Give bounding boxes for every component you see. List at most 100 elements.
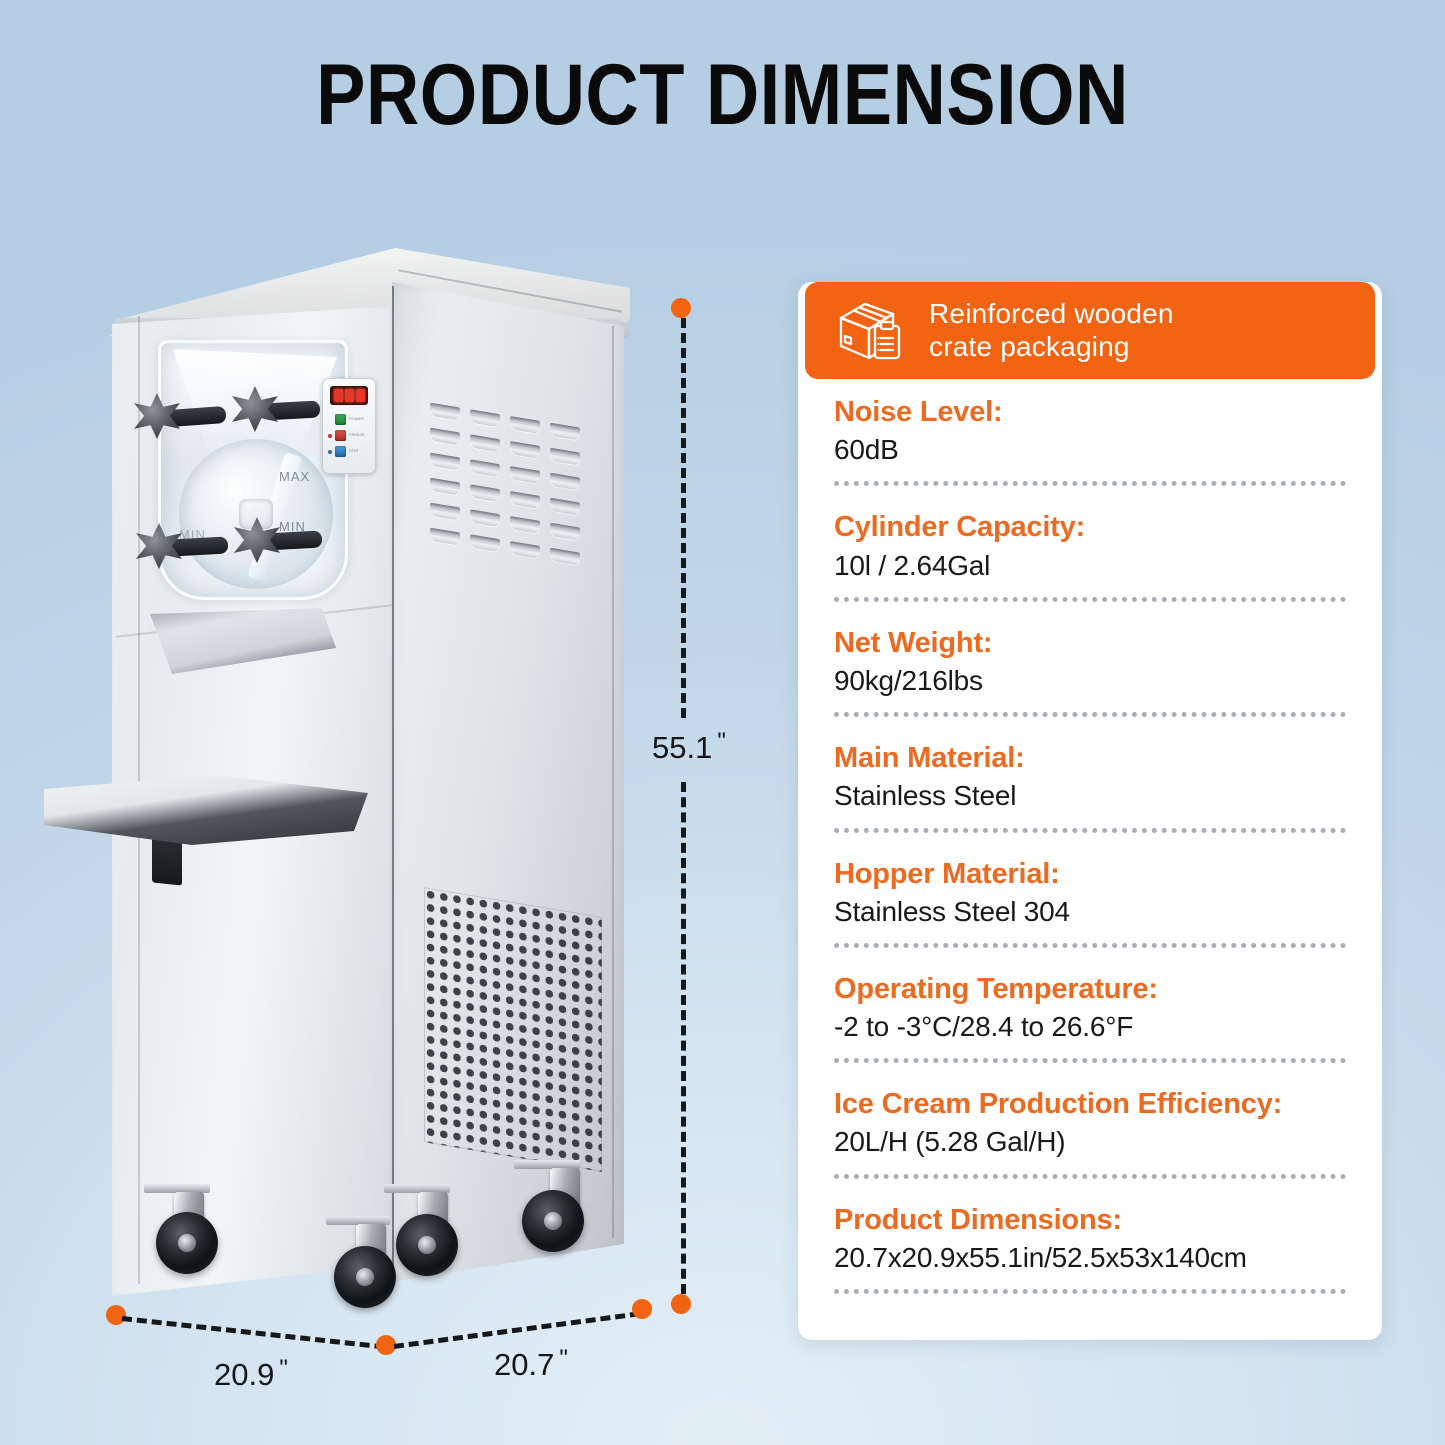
hopper-min-label-right: MIN	[279, 519, 306, 534]
hopper-max-label: MAX	[279, 469, 311, 484]
louver	[470, 509, 500, 528]
caster-wheel	[334, 1246, 396, 1308]
control-panel[interactable]: POWER FREEZE STIR	[322, 378, 376, 474]
caster-wheel	[156, 1212, 218, 1274]
spec-label: Operating Temperature:	[834, 972, 1158, 1005]
spec-divider	[834, 1289, 1346, 1294]
footprint-dot-right	[632, 1299, 652, 1319]
height-label: 55.1"	[652, 728, 726, 766]
temperature-display	[330, 386, 368, 405]
dispense-button-label: STIR	[349, 448, 359, 453]
indicator-dot-red	[328, 434, 332, 438]
width-unit: "	[279, 1355, 288, 1382]
freeze-button[interactable]	[335, 430, 346, 441]
caster-plate	[384, 1184, 450, 1193]
height-value: 55.1	[652, 730, 713, 765]
depth-unit: "	[559, 1345, 568, 1372]
louver	[510, 516, 540, 535]
hopper-drum	[179, 439, 333, 589]
height-dash-upper	[681, 318, 686, 718]
height-dot-bottom	[671, 1294, 691, 1314]
caster-wheel	[396, 1214, 458, 1276]
panel-seam-side-right	[612, 326, 614, 1238]
width-label: 20.9"	[214, 1355, 288, 1393]
louver	[430, 477, 460, 496]
spec-label: Noise Level:	[834, 396, 1003, 428]
spec-label: Product Dimensions:	[834, 1203, 1122, 1236]
spec-label: Ice Cream Production Efficiency:	[834, 1088, 1283, 1121]
louver	[510, 491, 540, 510]
depth-value: 20.7	[494, 1347, 555, 1382]
condenser-grille	[424, 887, 602, 1172]
led-digit	[344, 389, 354, 402]
width-value: 20.9	[214, 1357, 275, 1392]
packaging-banner: Reinforced wooden crate packaging	[805, 282, 1375, 379]
louver	[430, 527, 460, 546]
page-title: PRODUCT DIMENSION	[316, 47, 1129, 143]
hopper: MAX MIN MIN	[158, 340, 348, 600]
louver	[550, 547, 580, 566]
spec-row: Noise Level: 60dB	[834, 379, 1346, 494]
caster-plate	[326, 1216, 390, 1225]
height-dot-top	[671, 298, 691, 318]
indicator-dot-blue	[328, 450, 332, 454]
height-unit: "	[717, 728, 726, 755]
footprint-dot-left	[106, 1305, 126, 1325]
spec-divider	[834, 712, 1346, 718]
spec-value: 20.7x20.9x55.1in/52.5x53x140cm	[834, 1241, 1247, 1273]
spec-list: Noise Level: 60dB Cylinder Capacity:10l / …	[798, 379, 1382, 1302]
louver	[430, 427, 460, 446]
product-illustration: MAX MIN MIN POWER FREEZE	[0, 230, 720, 1350]
freeze-button-label: FREEZE	[349, 432, 365, 437]
spec-value: -2 to -3°C/28.4 to 26.6°F	[834, 1011, 1134, 1043]
caster-plate	[144, 1184, 210, 1193]
power-button-label: POWER	[349, 416, 365, 421]
louver	[430, 502, 460, 521]
dispense-button[interactable]	[335, 446, 346, 457]
spec-card: Noise Level: 60dB Cylinder Capacity:10l / …	[798, 282, 1382, 1340]
spec-divider	[834, 481, 1346, 487]
spec-divider	[834, 827, 1346, 833]
spec-row: Operating Temperature: -2 to -3°C/28.4 to…	[834, 956, 1346, 1071]
spec-row: Cylinder Capacity:10l / 2.64Gal	[834, 494, 1346, 609]
packaging-banner-line2: crate packaging	[929, 330, 1130, 362]
spec-label: Hopper Material:	[834, 857, 1060, 890]
louver	[470, 484, 500, 503]
depth-label: 20.7"	[494, 1345, 568, 1383]
side-vent-louvers	[430, 402, 590, 580]
spec-value: 90kg/216lbs	[834, 664, 983, 696]
spec-value: Stainless Steel	[834, 780, 1017, 812]
spec-row: Main Material: Stainless Steel	[834, 725, 1346, 840]
spec-value: Stainless Steel 304	[834, 895, 1070, 927]
power-button[interactable]	[335, 414, 346, 425]
louver	[510, 541, 540, 560]
packaging-banner-text: Reinforced wooden crate packaging	[929, 298, 1174, 363]
footprint-dot-center	[376, 1335, 396, 1355]
panel-seam-vertical	[392, 286, 394, 1282]
louver	[470, 434, 500, 453]
caster-wheel	[522, 1190, 584, 1252]
louver	[470, 534, 500, 553]
louver	[550, 472, 580, 491]
hopper-knob-stem-bottom-left	[169, 536, 229, 557]
louver	[550, 447, 580, 466]
louver	[470, 459, 500, 478]
spec-divider	[834, 596, 1346, 602]
height-dash-lower	[681, 782, 686, 1294]
led-digit	[355, 389, 365, 402]
spec-label: Net Weight:	[834, 626, 993, 659]
spec-label: Main Material:	[834, 742, 1025, 775]
louver	[430, 452, 460, 471]
wooden-crate-icon	[839, 302, 901, 359]
packaging-banner-line1: Reinforced wooden	[929, 298, 1174, 330]
louver	[550, 497, 580, 516]
louver	[510, 466, 540, 485]
spec-divider	[834, 1058, 1346, 1064]
caster-plate	[514, 1160, 580, 1169]
spec-label: Cylinder Capacity:	[834, 511, 1086, 544]
spec-row: Hopper Material: Stainless Steel 304	[834, 841, 1346, 956]
spec-divider	[834, 942, 1346, 948]
spec-value: 60dB	[834, 434, 899, 466]
louver	[550, 522, 580, 541]
